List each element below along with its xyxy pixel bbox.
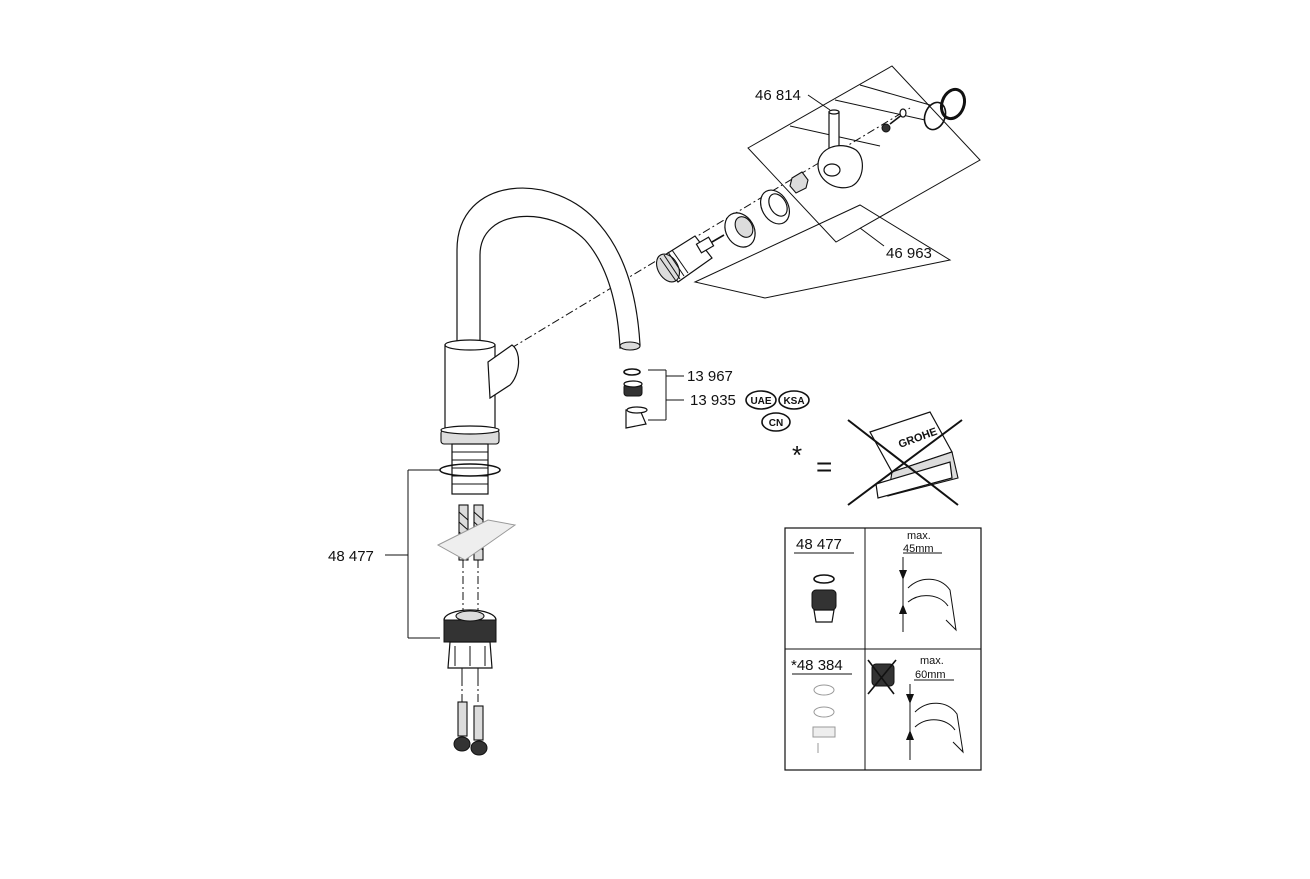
ring-2 [759, 189, 791, 225]
hose-end-left [457, 701, 468, 737]
region-badges [745, 390, 810, 432]
mounting-group [385, 469, 517, 756]
frame-46814 [747, 65, 981, 243]
faucet-body [439, 187, 641, 495]
aerator-group [623, 368, 684, 429]
fitting-left [453, 736, 471, 752]
support-plate [436, 519, 517, 561]
part-label-13935: 13 935 [690, 392, 736, 409]
hose-end-right [473, 705, 484, 741]
frame-46963 [693, 204, 952, 299]
badge-cn: CN [769, 418, 783, 429]
fitting-right [470, 740, 488, 756]
table-size-45mm: 45mm [903, 543, 934, 555]
grub-screw [881, 108, 907, 133]
crossed-out-box-icon [847, 411, 963, 506]
spout [456, 187, 641, 349]
part-label-46814: 46 814 [755, 87, 801, 104]
body-cylinder [444, 344, 496, 431]
asterisk-mark: * [792, 440, 802, 470]
lever-stub [487, 344, 520, 400]
table-max-label-2: max. [920, 655, 944, 667]
mount-nut-body [443, 619, 497, 643]
crossed-out-nut-icon [867, 659, 897, 695]
badge-ksa: KSA [783, 396, 804, 407]
handle-assembly-group [469, 65, 981, 374]
aerator-washer [623, 368, 641, 376]
part-label-48477: 48 477 [328, 548, 374, 565]
nut-1 [724, 212, 756, 248]
part-label-13967: 13 967 [687, 368, 733, 385]
table-part-48384: *48 384 [791, 657, 843, 674]
badge-uae: UAE [750, 396, 771, 407]
part-label-46963: 46 963 [886, 245, 932, 262]
cartridge [655, 234, 725, 283]
cap-rings [923, 87, 967, 131]
table-size-60mm: 60mm [915, 669, 946, 681]
table-part-48477: 48 477 [796, 536, 842, 553]
hex-adapter [789, 171, 809, 194]
mounting-info-table [784, 527, 982, 771]
table-max-label-1: max. [907, 530, 931, 542]
equals-mark: = [816, 451, 832, 482]
lever-handle [817, 109, 863, 189]
